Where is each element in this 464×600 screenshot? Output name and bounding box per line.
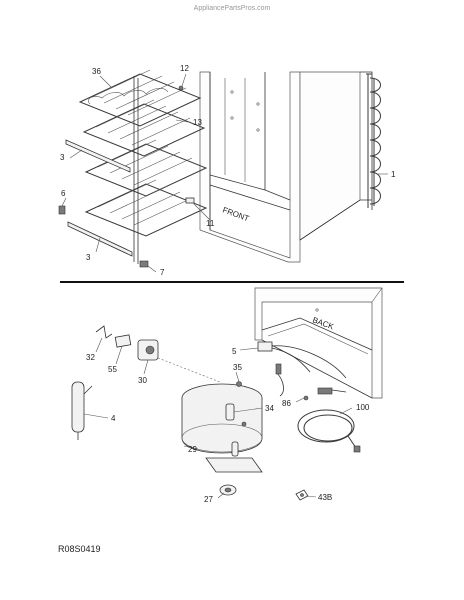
wire-shelves[interactable] [78, 69, 208, 264]
filter-drier-part-4[interactable] [71, 381, 93, 440]
callout-3-upper[interactable]: 3 [60, 153, 65, 162]
overload-part-30[interactable] [137, 339, 159, 361]
callout-55[interactable]: 55 [108, 365, 117, 374]
compressor-part-29[interactable] [181, 383, 263, 473]
screw-part-12[interactable] [178, 85, 184, 91]
callout-30[interactable]: 30 [138, 376, 147, 385]
callout-5[interactable]: 5 [232, 347, 237, 356]
front-label: FRONT [221, 205, 250, 223]
callout-29[interactable]: 29 [188, 445, 197, 454]
shelf-clip-part-6[interactable] [58, 205, 66, 215]
callout-11[interactable]: 11 [206, 219, 215, 228]
cabinet-liner [199, 71, 373, 263]
callout-43b[interactable]: 43B [318, 493, 332, 502]
shelf-front-trim[interactable] [65, 139, 133, 257]
callout-7[interactable]: 7 [160, 268, 165, 277]
relay-leader-dashed [157, 357, 221, 383]
power-cord[interactable] [297, 409, 361, 453]
callout-35[interactable]: 35 [233, 363, 242, 372]
website-header[interactable]: AppliancePartsPros.com [194, 5, 271, 12]
callout-12[interactable]: 12 [180, 64, 189, 73]
wire-clip-part-32[interactable] [95, 325, 113, 339]
callout-13[interactable]: 13 [193, 118, 202, 127]
callout-3-lower[interactable]: 3 [86, 253, 91, 262]
diagram-code: R08S0419 [58, 544, 101, 554]
callout-6[interactable]: 6 [61, 189, 66, 198]
machine-compartment [254, 287, 383, 399]
callout-4[interactable]: 4 [111, 414, 116, 423]
callout-27[interactable]: 27 [204, 495, 213, 504]
callout-86[interactable]: 86 [282, 399, 291, 408]
fitting-part-43b[interactable] [295, 489, 309, 501]
callout-36[interactable]: 36 [92, 67, 101, 76]
bracket-part-7[interactable] [139, 260, 149, 268]
bolt-part-35[interactable] [236, 381, 242, 387]
callout-100[interactable]: 100 [356, 403, 370, 412]
evaporator-coil[interactable] [366, 73, 381, 208]
relay-part-55[interactable] [114, 334, 132, 348]
shelf-support-part-11[interactable] [185, 197, 195, 204]
screw-part-86[interactable] [303, 395, 309, 401]
callout-1[interactable]: 1 [391, 170, 396, 179]
top-leader-lines [61, 73, 388, 273]
callout-34[interactable]: 34 [265, 404, 274, 413]
grommet-part-27[interactable] [219, 484, 237, 496]
wiring-harness[interactable] [257, 341, 347, 397]
bottom-leader-lines [83, 337, 353, 499]
callout-32[interactable]: 32 [86, 353, 95, 362]
